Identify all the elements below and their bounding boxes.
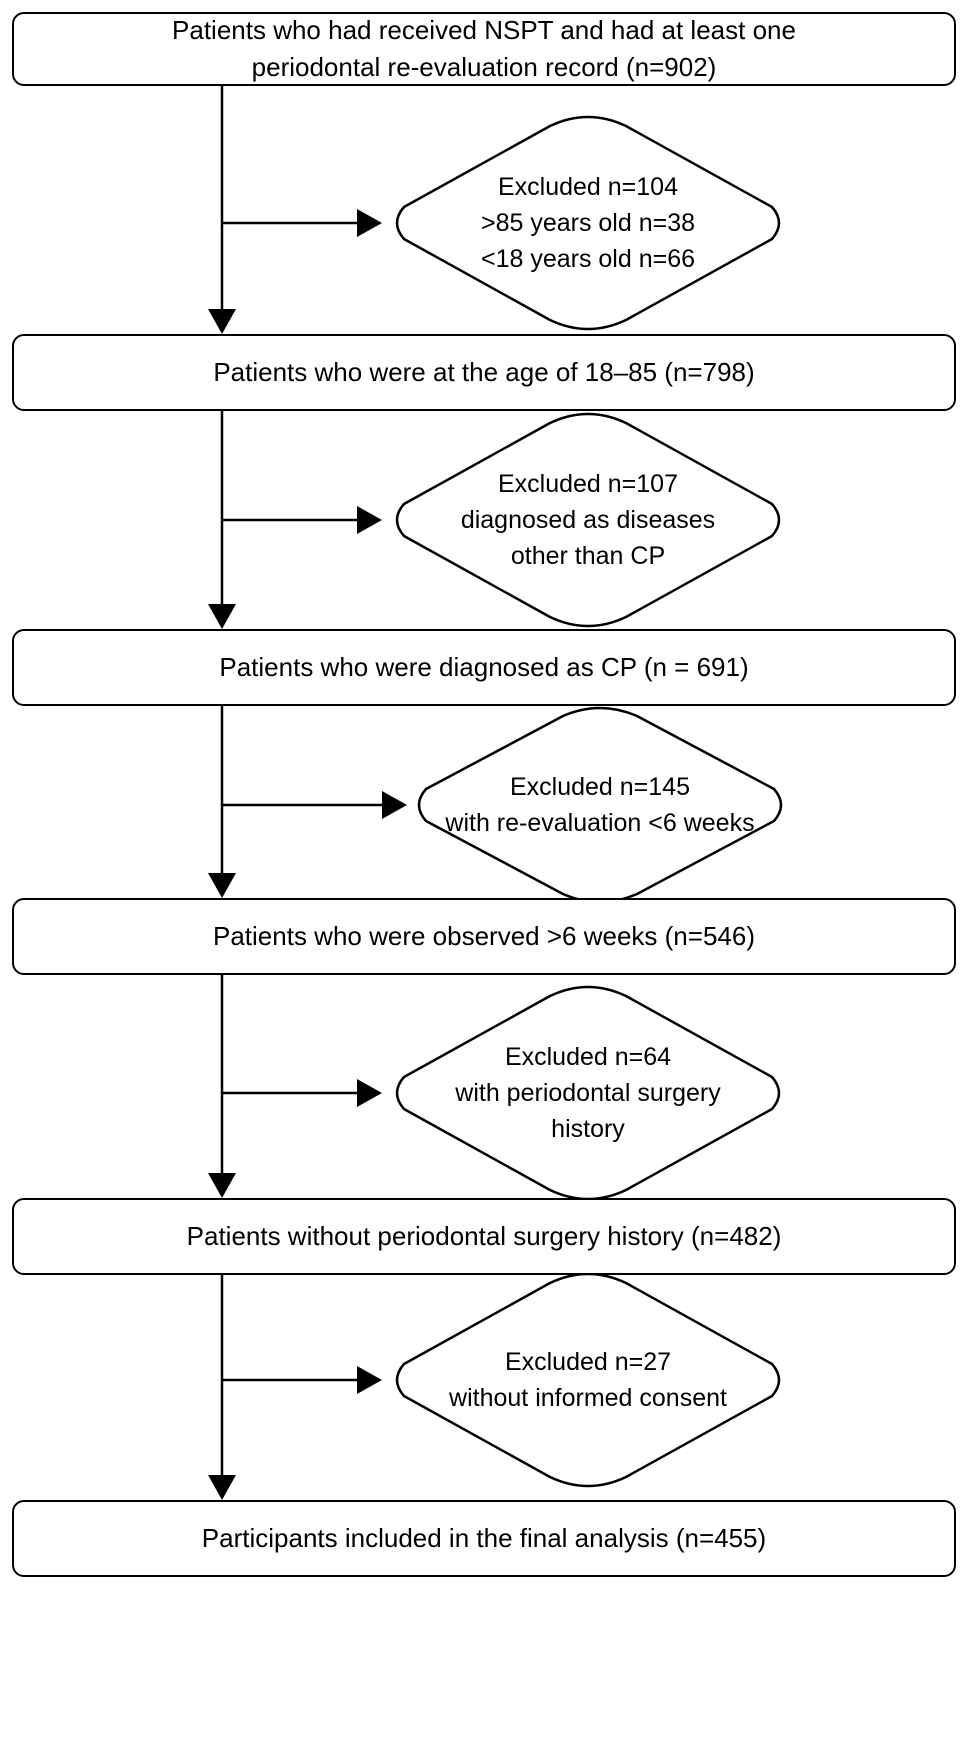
arrow-right-4 — [357, 1079, 382, 1107]
arrow-down-5 — [208, 1475, 236, 1500]
exclusion-label-surgery-line-3: history — [551, 1115, 625, 1143]
exclusion-label-re-evaluation-line-1: Excluded n=145 — [509, 773, 690, 801]
exclusion-label-surgery: Excluded n=64 with periodontal surgery h… — [410, 1020, 766, 1166]
exclusion-label-age-line-2: >85 years old n=38 — [480, 209, 696, 237]
arrow-right-5 — [357, 1366, 382, 1394]
flow-box-age-18-85-text: Patients who were at the age of 18–85 (n… — [213, 357, 755, 387]
arrow-down-3 — [208, 873, 236, 898]
exclusion-label-re-evaluation: Excluded n=145 with re-evaluation <6 wee… — [420, 748, 780, 862]
arrow-down-1 — [208, 309, 236, 334]
flow-box-age-18-85: Patients who were at the age of 18–85 (n… — [12, 334, 956, 411]
exclusion-branches — [222, 209, 407, 1394]
exclusion-label-surgery-line-1: Excluded n=64 — [504, 1043, 672, 1071]
flow-box-observed-6-weeks: Patients who were observed >6 weeks (n=5… — [12, 898, 956, 975]
flow-box-final-analysis-text: Participants included in the final analy… — [201, 1523, 767, 1553]
flow-box-eligible-records-line-2: periodontal re-evaluation record (n=902) — [251, 52, 717, 82]
exclusion-diamond-2 — [395, 412, 781, 628]
exclusion-label-diagnosis-line-3: other than CP — [510, 542, 666, 570]
flow-box-final-analysis: Participants included in the final analy… — [12, 1500, 956, 1577]
arrow-right-2 — [357, 506, 382, 534]
exclusion-label-age-line-1: Excluded n=104 — [497, 173, 678, 201]
exclusion-label-diagnosis: Excluded n=107 diagnosed as diseases oth… — [410, 447, 766, 593]
exclusion-diamonds — [395, 115, 783, 1488]
exclusion-diamond-1 — [395, 115, 781, 331]
flow-box-diagnosed-cp: Patients who were diagnosed as CP (n = 6… — [12, 629, 956, 706]
exclusion-diamond-3 — [417, 706, 783, 904]
exclusion-label-age: Excluded n=104 >85 years old n=38 <18 ye… — [410, 150, 766, 296]
exclusion-label-consent: Excluded n=27 without informed consent — [410, 1323, 766, 1437]
arrow-down-4 — [208, 1173, 236, 1198]
exclusion-label-diagnosis-line-1: Excluded n=107 — [497, 470, 678, 498]
exclusion-label-consent-line-1: Excluded n=27 — [504, 1348, 672, 1376]
arrow-right-3 — [382, 791, 407, 819]
exclusion-label-re-evaluation-line-2: with re-evaluation <6 weeks — [445, 809, 755, 837]
exclusion-label-surgery-line-2: with periodontal surgery — [455, 1079, 721, 1107]
exclusion-label-diagnosis-line-2: diagnosed as diseases — [460, 506, 716, 534]
flow-box-eligible-records: Patients who had received NSPT and had a… — [12, 12, 956, 86]
flow-box-no-surgery-history: Patients without periodontal surgery his… — [12, 1198, 956, 1275]
flow-box-no-surgery-history-text: Patients without periodontal surgery his… — [186, 1221, 782, 1251]
exclusion-label-age-line-3: <18 years old n=66 — [480, 245, 696, 273]
flow-box-observed-6-weeks-text: Patients who were observed >6 weeks (n=5… — [213, 921, 755, 951]
exclusion-label-consent-line-2: without informed consent — [449, 1384, 727, 1412]
flow-box-eligible-records-line-1: Patients who had received NSPT and had a… — [172, 15, 796, 45]
main-flow-connectors — [208, 86, 236, 1500]
arrow-down-2 — [208, 604, 236, 629]
arrow-right-1 — [357, 209, 382, 237]
exclusion-diamond-4 — [395, 985, 781, 1201]
flow-box-diagnosed-cp-text: Patients who were diagnosed as CP (n = 6… — [219, 652, 749, 682]
